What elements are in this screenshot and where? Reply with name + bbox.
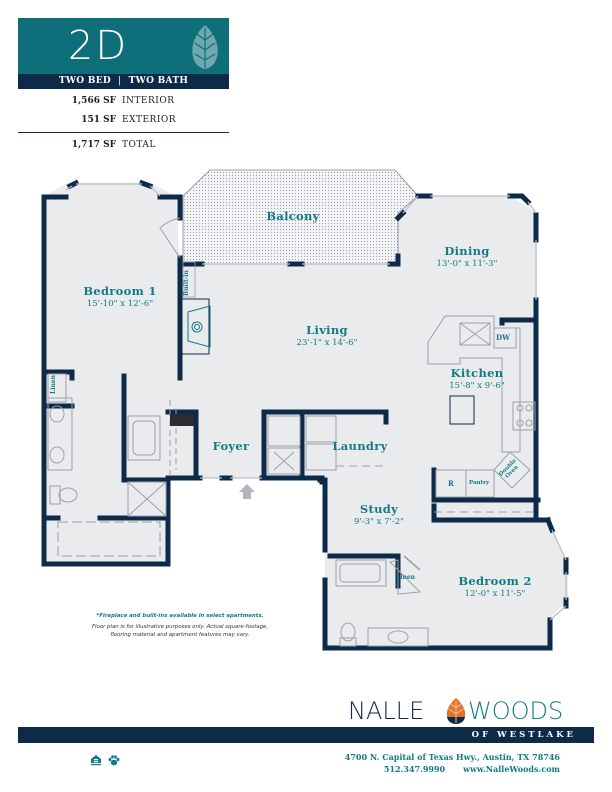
bath-count: TWO BATH [128,76,189,86]
pet-friendly-icon [108,755,120,766]
divider [18,132,229,133]
bed-bath-bar: TWO BED | TWO BATH [18,74,229,89]
separator: | [118,76,122,86]
disclaimer-line-1: Floor plan is for illustrative purposes … [91,624,269,630]
room-study: Study 9'-3" x 7'-2" [344,502,414,527]
sf-row-exterior: 151 SF EXTERIOR [18,113,229,132]
brand-name-right: WOODS [468,697,564,725]
room-dimensions: 13'-0" x 11'-3" [436,259,498,269]
website-link[interactable]: www.NalleWoods.com [463,764,560,774]
room-kitchen: Kitchen 15'-8" x 9'-6" [432,366,522,391]
linen-label-1: Linen [50,374,57,394]
room-name: Laundry [332,439,388,453]
disclaimer-line-2: flooring material and apartment features… [110,632,250,638]
linen-label-2: Linen [396,574,416,581]
disclaimer: Floor plan is for illustrative purposes … [60,623,300,639]
sf-label: INTERIOR [122,96,175,106]
sf-row-interior: 1,566 SF INTERIOR [18,94,229,113]
sf-label: TOTAL [122,140,156,150]
room-name: Kitchen [450,366,504,380]
room-dimensions: 9'-3" x 7'-2" [353,517,405,527]
contact-info: 512.347.9990 www.NalleWoods.com [384,764,560,774]
room-name: Living [306,323,348,337]
equal-housing-icon [91,755,101,766]
leaf-icon [192,25,218,69]
phone-number: 512.347.9990 [383,764,446,774]
room-name: Bedroom 1 [83,284,157,298]
room-dimensions: 15'-8" x 9'-6" [449,381,505,391]
room-name: Dining [444,244,490,258]
sf-row-total: 1,717 SF TOTAL [18,138,229,157]
brand-leaf-icon [446,698,466,724]
room-bedroom-2: Bedroom 2 12'-0" x 11'-5" [450,574,540,599]
sf-value: 1,566 SF [71,96,116,106]
dishwasher-label: DW [496,333,510,342]
address: 4700 N. Capital of Texas Hwy., Austin, T… [344,752,560,762]
sf-value: 1,717 SF [71,140,116,150]
refrigerator-label: R [448,479,454,488]
room-balcony: Balcony [258,209,328,223]
room-name: Foyer [212,439,250,453]
room-dimensions: 12'-0" x 11'-5" [464,589,526,599]
room-bedroom-1: Bedroom 1 15'-10" x 12'-6" [70,284,170,309]
room-dimensions: 15'-10" x 12'-6" [86,299,154,309]
fireplace-note: *Fireplace and built-ins available in se… [96,613,264,619]
brand-logo: NALLE WOODS [346,697,566,727]
room-foyer: Foyer [204,439,258,453]
sf-label: EXTERIOR [122,115,177,125]
room-name: Study [359,502,399,516]
square-footage-table: 1,566 SF INTERIOR 151 SF EXTERIOR 1,717 … [18,94,229,157]
entry-arrow-icon [239,484,255,499]
sf-value: 151 SF [81,115,116,125]
unit-name: 2D [67,23,129,69]
room-name: Bedroom 2 [458,574,532,588]
footer-bar: OF WESTLAKE [18,727,594,743]
brand-tagline: OF WESTLAKE [471,730,576,740]
built-in-label: Built-in [183,270,190,296]
room-laundry: Laundry [330,439,390,453]
room-dimensions: 23'-1" x 14'-6" [296,338,358,348]
room-name: Balcony [266,209,320,223]
bed-count: TWO BED [58,76,111,86]
room-living: Living 23'-1" x 14'-6" [282,323,372,348]
pantry-label: Pantry [469,480,490,486]
unit-header: 2D [18,18,229,74]
brand-name-left: NALLE [348,697,425,725]
room-dining: Dining 13'-0" x 11'-3" [422,244,512,269]
